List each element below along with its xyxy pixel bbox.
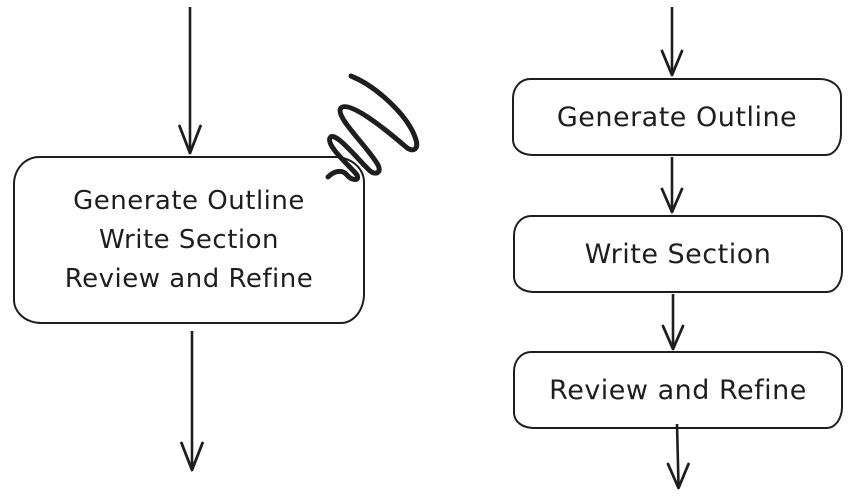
node-label: Review and Refine [549, 374, 807, 406]
flow-node-generate-outline: Generate Outline [512, 78, 842, 156]
node-label: Review and Refine [64, 263, 314, 294]
arrow-down-icon [180, 331, 204, 472]
flow-node-write-section: Write Section [513, 215, 843, 293]
node-label: Write Section [98, 224, 279, 255]
node-label: Generate Outline [556, 101, 798, 133]
arrow-down-icon [660, 157, 684, 214]
arrow-down-icon [666, 423, 690, 490]
node-label: Generate Outline [73, 185, 305, 216]
arrow-down-icon [661, 294, 685, 351]
arrow-down-icon [178, 7, 202, 155]
flow-node-combined-steps: Generate Outline Write Section Review an… [13, 156, 365, 324]
node-label: Write Section [584, 238, 772, 270]
arrow-down-icon [660, 7, 684, 77]
scribble-scratch-icon [325, 73, 420, 182]
flow-node-review-refine: Review and Refine [513, 351, 843, 429]
